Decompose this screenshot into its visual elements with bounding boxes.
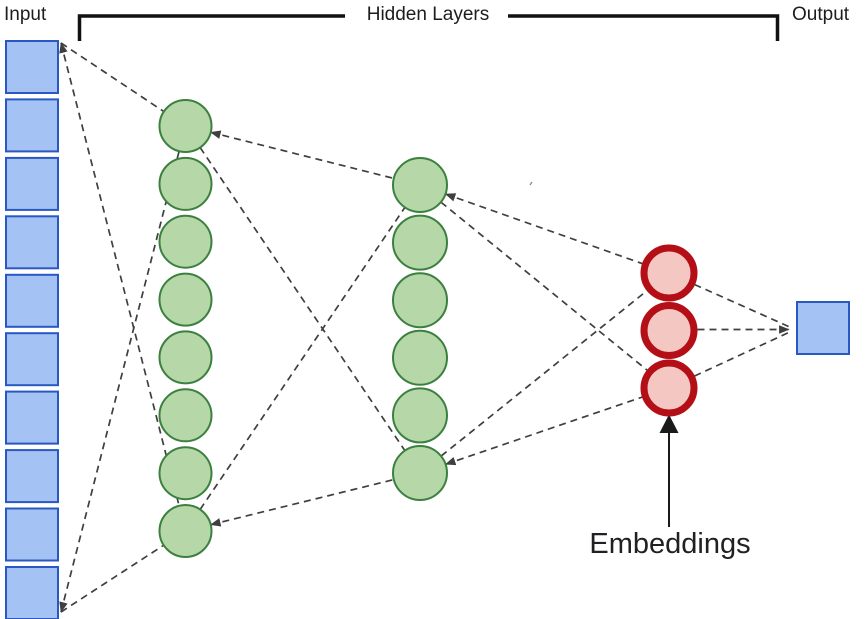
connector-line — [694, 330, 793, 377]
output-label: Output — [792, 4, 850, 25]
connector-line — [199, 206, 406, 510]
input-node — [5, 273, 59, 328]
connector-line — [59, 42, 180, 507]
input-layer — [5, 40, 59, 619]
hidden-node — [158, 330, 213, 385]
input-label: Input — [4, 4, 47, 25]
embedding-node — [640, 244, 698, 302]
input-node — [5, 98, 59, 153]
connector-line — [60, 544, 165, 613]
hidden-layer-1 — [158, 99, 213, 558]
hidden-layers-label: Hidden Layers — [366, 4, 490, 25]
connector-line — [444, 193, 643, 265]
embedding-node — [640, 302, 698, 359]
input-node — [5, 566, 59, 619]
hidden-node — [158, 99, 213, 153]
hidden-node — [392, 329, 448, 386]
hidden-node — [392, 214, 448, 271]
connector-line — [210, 130, 395, 180]
hidden-node — [158, 272, 213, 327]
input-node — [5, 156, 59, 211]
embeddings-arrow — [659, 414, 679, 527]
input-node — [5, 332, 59, 387]
connector-line — [440, 289, 648, 457]
hidden-node — [392, 157, 448, 213]
connector-line — [444, 396, 643, 466]
connector-line — [694, 283, 793, 329]
hidden-node — [158, 388, 213, 443]
hidden-node — [392, 272, 448, 329]
hidden-node — [158, 214, 213, 269]
hidden-layers-bracket — [77, 14, 780, 41]
hidden-node — [158, 446, 213, 501]
connector-line — [210, 478, 395, 527]
hidden-node — [392, 387, 448, 444]
input-node — [5, 507, 59, 562]
embeddings-label: Embeddings — [589, 528, 751, 560]
input-node — [5, 40, 59, 94]
input-node — [5, 215, 59, 270]
connector-line — [60, 42, 165, 113]
stray-mark — [529, 181, 533, 186]
connections — [59, 42, 793, 613]
input-node — [5, 390, 59, 445]
embedding-node — [640, 359, 698, 417]
embeddings-arrowhead-icon — [659, 414, 679, 433]
output-node — [796, 301, 850, 355]
hidden-node — [158, 156, 213, 211]
hidden-node — [392, 445, 448, 501]
input-node — [5, 449, 59, 504]
connector-line — [59, 150, 180, 613]
hidden-layer-2 — [392, 157, 448, 501]
hidden-node — [158, 504, 213, 558]
connector-line — [199, 147, 406, 452]
embedding-layer — [640, 244, 698, 417]
connector-line — [440, 201, 648, 371]
